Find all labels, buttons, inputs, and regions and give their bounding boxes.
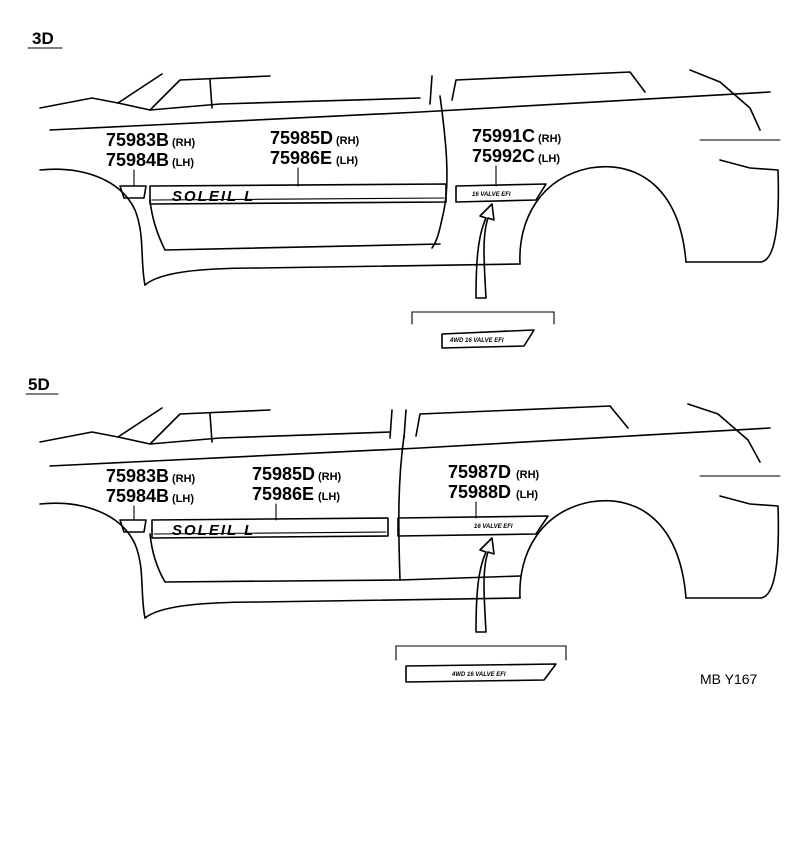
rear-window-line xyxy=(117,409,271,445)
detail-badge-outline xyxy=(405,663,557,683)
a-pillar-line xyxy=(689,69,761,131)
rocker-line xyxy=(144,597,521,619)
detail-box-3d: 4WD 16 VALVE EFI xyxy=(411,311,555,349)
pillar-line xyxy=(209,413,213,443)
side-label-lh: (LH) xyxy=(538,153,560,165)
fender-badge-3d: 16 VALVE EFI xyxy=(455,183,547,203)
detail-badge-text: 4WD 16 VALVE EFI xyxy=(449,338,504,344)
door-front-edge xyxy=(431,95,448,249)
part-number-lh: 75986E xyxy=(252,484,314,504)
callout-rear-quarter-5d: 75983B (RH) 75984B (LH) xyxy=(106,466,196,521)
rear-wheel-arch xyxy=(39,168,146,286)
side-label-rh: (RH) xyxy=(318,471,342,483)
side-label-rh: (RH) xyxy=(172,137,196,149)
rear-quarter-emblem xyxy=(119,519,147,533)
door-stripe-5d: SOLEIL L xyxy=(151,517,389,539)
section-3d: 3D xyxy=(27,29,781,349)
detail-box-5d: 4WD 16 VALVE EFI xyxy=(395,645,567,683)
door-bottom-line xyxy=(149,199,441,251)
side-label-rh: (RH) xyxy=(538,133,562,145)
part-number-rh: 75985D xyxy=(252,464,315,484)
front-wheel-arch xyxy=(519,500,687,599)
front-bumper xyxy=(685,159,780,263)
callout-door-3d: 75985D (RH) 75986E (LH) xyxy=(270,128,360,187)
door-stripe-inner-line xyxy=(153,531,387,535)
side-label-rh: (RH) xyxy=(336,135,360,147)
side-label-rh: (RH) xyxy=(172,473,196,485)
figure-id: MB Y167 xyxy=(700,671,758,687)
fender-badge-outline xyxy=(455,183,547,203)
callout-door-5d: 75985D (RH) 75986E (LH) xyxy=(252,464,342,521)
part-number-rh: 75983B xyxy=(106,130,169,150)
door-stripe-inner-line xyxy=(151,197,445,201)
part-number-lh: 75988D xyxy=(448,482,511,502)
rear-window-line xyxy=(117,75,271,111)
detail-bracket xyxy=(411,311,555,325)
window-sill-line xyxy=(149,431,391,445)
part-number-rh: 75987D xyxy=(448,462,511,482)
part-number-rh: 75991C xyxy=(472,126,535,146)
side-label-rh: (RH) xyxy=(516,469,540,481)
car-outline-5d xyxy=(39,403,781,619)
part-number-rh: 75983B xyxy=(106,466,169,486)
side-label-lh: (LH) xyxy=(172,157,194,169)
door-bottom-line xyxy=(149,533,401,583)
side-label-lh: (LH) xyxy=(336,155,358,167)
stripe-brand-text: SOLEIL L xyxy=(172,188,255,205)
side-label-lh: (LH) xyxy=(516,489,538,501)
rear-wheel-arch xyxy=(39,502,146,619)
fender-badge-5d: 16 VALVE EFI xyxy=(397,515,549,537)
door-stripe-outline xyxy=(149,183,447,205)
door-stripe-3d: SOLEIL L xyxy=(149,183,447,205)
b-pillar-line xyxy=(403,409,407,439)
stripe-brand-text: SOLEIL L xyxy=(172,522,255,539)
rocker-line xyxy=(144,263,521,286)
front-window-line xyxy=(415,405,629,437)
rear-quarter-emblem xyxy=(119,185,147,199)
part-number-lh: 75984B xyxy=(106,486,169,506)
car-outline-3d xyxy=(39,69,781,286)
part-number-lh: 75992C xyxy=(472,146,535,166)
section-5d: 5D SOLEIL L xyxy=(25,375,781,683)
detail-arrow xyxy=(475,537,495,633)
front-window-line xyxy=(451,71,646,101)
pillar-line xyxy=(209,79,213,109)
roof-line xyxy=(39,73,163,109)
detail-bracket xyxy=(395,645,567,661)
fender-badge-text: 16 VALVE EFI xyxy=(474,524,513,530)
side-label-lh: (LH) xyxy=(172,493,194,505)
fender-badge-outline xyxy=(397,515,549,537)
b-pillar-line xyxy=(429,75,433,105)
part-number-lh: 75984B xyxy=(106,150,169,170)
callout-front-fender-3d: 75991C (RH) 75992C (LH) xyxy=(472,126,562,187)
callout-rear-quarter-3d: 75983B (RH) 75984B (LH) xyxy=(106,130,196,187)
belt-line xyxy=(49,427,771,467)
part-number-rh: 75985D xyxy=(270,128,333,148)
belt-line xyxy=(49,91,771,131)
callout-front-fender-5d: 75987D (RH) 75988D (LH) xyxy=(448,462,540,519)
front-wheel-arch xyxy=(519,166,687,265)
roof-line xyxy=(39,407,163,443)
section-label-5d: 5D xyxy=(28,375,50,394)
part-number-lh: 75986E xyxy=(270,148,332,168)
detail-arrow xyxy=(475,203,495,299)
front-bumper xyxy=(685,495,780,599)
a-pillar-line xyxy=(687,403,761,463)
detail-badge-outline xyxy=(441,329,535,349)
fender-badge-text: 16 VALVE EFI xyxy=(472,192,511,198)
side-label-lh: (LH) xyxy=(318,491,340,503)
c-pillar-line xyxy=(389,409,393,439)
window-sill-line xyxy=(149,97,421,111)
section-label-3d: 3D xyxy=(32,29,54,48)
rear-door-edge xyxy=(398,435,405,581)
door-stripe-outline xyxy=(151,517,389,539)
front-door-bottom xyxy=(399,575,521,581)
detail-badge-text: 4WD 16 VALVE EFI xyxy=(451,672,506,678)
